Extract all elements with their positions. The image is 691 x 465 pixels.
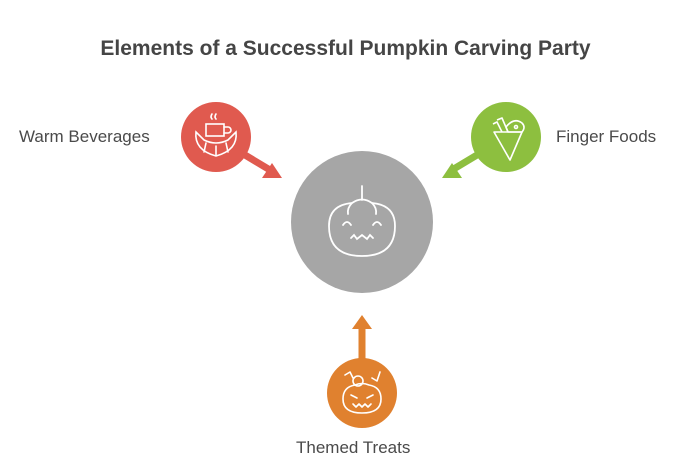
label-finger-foods: Finger Foods — [556, 127, 657, 146]
diagram-title: Elements of a Successful Pumpkin Carving… — [100, 37, 591, 60]
label-warm-beverages: Warm Beverages — [19, 127, 150, 146]
wrap-food-icon — [492, 117, 525, 161]
warm-beverages-node — [181, 102, 251, 172]
jack-o-lantern-candy-icon — [342, 371, 382, 414]
label-themed-treats: Themed Treats — [296, 438, 411, 457]
arrow-themed-treats — [352, 315, 372, 362]
pumpkin-icon — [328, 185, 396, 257]
arrow-warm-beverages — [238, 148, 282, 178]
arrow-finger-foods — [442, 148, 484, 178]
coffee-croissant-icon — [195, 113, 237, 157]
finger-foods-node — [471, 102, 541, 172]
center-node — [291, 151, 433, 293]
themed-treats-node — [327, 358, 397, 428]
